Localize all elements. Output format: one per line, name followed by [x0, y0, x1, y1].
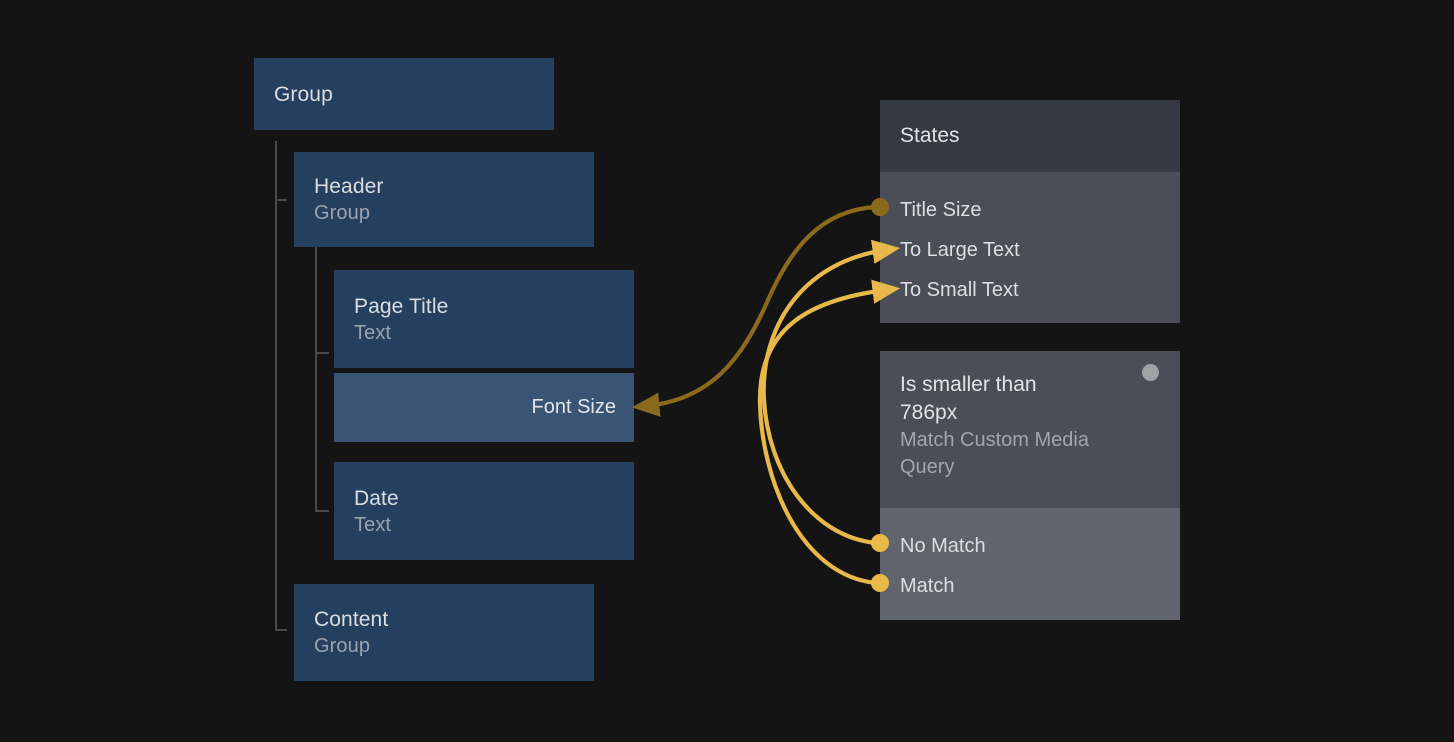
- wire-no-match-to-large-text: [761, 239, 901, 546]
- panel-title: Is smaller than 786px: [900, 373, 1037, 424]
- node-title: Group: [274, 82, 333, 106]
- panel-subtitle: Match Custom Media Query: [900, 429, 1089, 478]
- tree-connector-header-vertical: [315, 245, 317, 511]
- node-title: Date: [354, 486, 399, 510]
- state-label: No Match: [900, 534, 986, 557]
- panel-title: States: [900, 124, 960, 147]
- node-title: Content: [314, 608, 389, 631]
- tree-connector-stub-pagetitle: [315, 352, 329, 354]
- state-row-to-large-text[interactable]: To Large Text: [880, 230, 1180, 270]
- node-content[interactable]: Content Group: [294, 584, 594, 681]
- state-row-no-match[interactable]: No Match: [880, 526, 1180, 566]
- panel-media-query-body: No Match Match: [880, 508, 1180, 620]
- node-page-title[interactable]: Page Title Text: [334, 270, 634, 368]
- node-subtitle: Text: [354, 321, 392, 344]
- state-label: Match: [900, 574, 955, 597]
- node-header[interactable]: Header Group: [294, 152, 594, 247]
- node-subtitle: Group: [314, 202, 371, 224]
- tree-connector-root-vertical: [275, 141, 277, 631]
- wire-match-to-small-text: [757, 279, 901, 586]
- tree-connector-stub-date: [315, 510, 329, 512]
- panel-states[interactable]: States Title Size To Large Text To Small…: [880, 100, 1180, 323]
- panel-states-body: Title Size To Large Text To Small Text: [880, 172, 1180, 323]
- state-label: To Large Text: [900, 238, 1020, 261]
- tree-connector-stub-header: [275, 199, 287, 201]
- property-label: Font Size: [531, 396, 616, 418]
- wire-title-size-to-font-size: [631, 204, 879, 417]
- state-label: Title Size: [900, 198, 982, 221]
- state-row-title-size[interactable]: Title Size: [880, 190, 1180, 230]
- node-subtitle: Text: [354, 513, 392, 536]
- node-title: Header: [314, 175, 384, 198]
- status-circle-icon: [1142, 364, 1159, 381]
- node-group-root[interactable]: Group: [254, 58, 554, 130]
- state-row-match[interactable]: Match: [880, 566, 1180, 606]
- node-date[interactable]: Date Text: [334, 462, 634, 560]
- tree-connector-stub-content: [275, 629, 287, 631]
- property-font-size[interactable]: Font Size: [334, 373, 634, 442]
- state-label: To Small Text: [900, 278, 1019, 301]
- panel-media-query[interactable]: Is smaller than 786px Match Custom Media…: [880, 351, 1180, 620]
- node-title: Page Title: [354, 294, 449, 318]
- node-subtitle: Group: [314, 635, 371, 657]
- panel-states-header: States: [880, 100, 1180, 172]
- panel-media-query-header: Is smaller than 786px Match Custom Media…: [880, 351, 1180, 508]
- state-row-to-small-text[interactable]: To Small Text: [880, 270, 1180, 310]
